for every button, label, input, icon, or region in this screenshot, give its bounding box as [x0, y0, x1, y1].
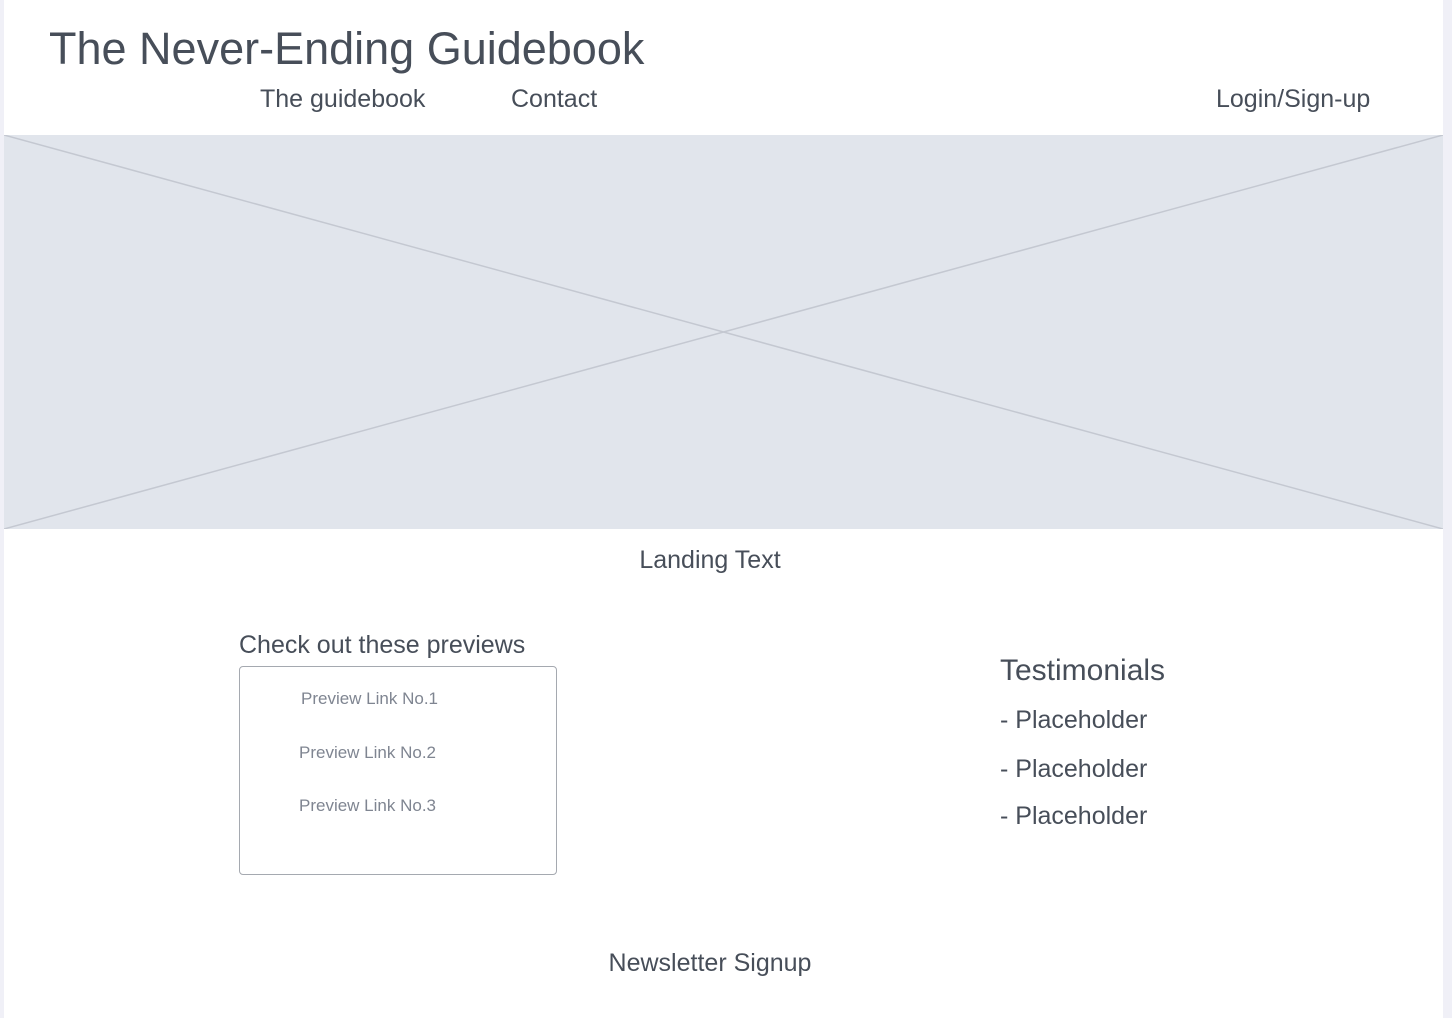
site-title: The Never-Ending Guidebook: [49, 23, 645, 74]
placeholder-diagonal-line: [4, 135, 1443, 529]
preview-link-2[interactable]: Preview Link No.2: [299, 743, 437, 762]
hero-image-placeholder: [4, 135, 1443, 529]
testimonial-item: - Placeholder: [1000, 706, 1148, 734]
previews-box: Preview Link No.1 Preview Link No.2 Prev…: [239, 666, 557, 875]
newsletter-signup[interactable]: Newsletter Signup: [608, 949, 812, 977]
nav-link-guidebook[interactable]: The guidebook: [260, 85, 426, 113]
preview-link-1[interactable]: Preview Link No.1: [301, 689, 439, 708]
nav-link-login-signup[interactable]: Login/Sign-up: [1216, 85, 1371, 113]
testimonial-item: - Placeholder: [1000, 755, 1148, 783]
testimonials-heading: Testimonials: [1000, 654, 1166, 687]
landing-text: Landing Text: [639, 546, 781, 574]
nav-link-contact[interactable]: Contact: [511, 85, 598, 113]
page: The Never-Ending Guidebook The guidebook…: [4, 0, 1443, 1018]
image-placeholder-icon: [4, 135, 1443, 529]
preview-link-3[interactable]: Preview Link No.3: [299, 796, 437, 815]
testimonial-item: - Placeholder: [1000, 802, 1148, 830]
previews-heading: Check out these previews: [239, 631, 526, 659]
